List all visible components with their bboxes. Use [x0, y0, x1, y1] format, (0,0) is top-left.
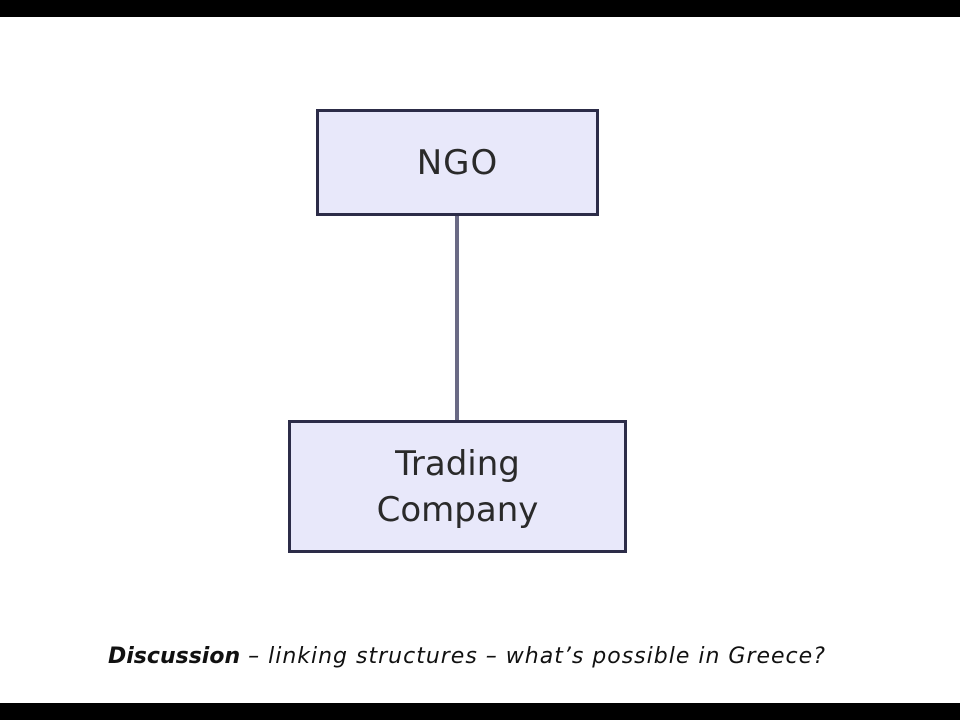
trading-company-node: Trading Company [288, 420, 627, 553]
trading-company-label-line1: Trading [395, 443, 520, 484]
ngo-node-label: NGO [416, 142, 499, 183]
discussion-caption: Discussion – linking structures – what’s… [108, 644, 908, 669]
caption-emphasis: Discussion [108, 644, 241, 669]
caption-text: – linking structures – what’s possible i… [240, 644, 826, 669]
ngo-node: NGO [316, 109, 599, 216]
connector-line [455, 214, 459, 422]
trading-company-label-line2: Company [376, 489, 539, 530]
